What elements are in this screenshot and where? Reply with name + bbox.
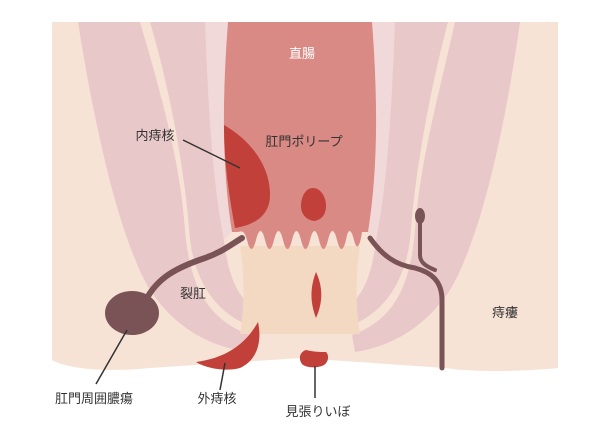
perianal-abscess-lesion <box>105 291 159 335</box>
perianal-abscess-tract <box>137 235 245 318</box>
left-outer-muscle <box>78 22 250 352</box>
label-perianal-abscess: 肛門周囲膿瘍 <box>55 391 133 407</box>
label-internal-hemorrhoid: 内痔核 <box>135 128 174 144</box>
label-anal-fissure: 裂肛 <box>180 287 206 302</box>
label-external-hemorrhoid: 外痔核 <box>197 391 236 407</box>
label-anal-fistula: 痔瘻 <box>492 305 518 321</box>
perianal-abscess-leader <box>95 329 128 385</box>
external-hemorrhoid-lesion <box>196 322 260 370</box>
right-rectal-wall <box>368 22 395 240</box>
anal-polyp-lesion <box>301 188 326 221</box>
anal-canal <box>240 246 360 334</box>
anal-fistula-branch <box>418 220 437 272</box>
internal-hemorrhoid-lesion <box>224 125 270 228</box>
right-inner-muscle <box>350 22 448 325</box>
label-sentinel-tag: 見張りいぼ <box>285 405 350 420</box>
label-anal-polyp: 肛門ポリープ <box>265 135 342 150</box>
external-hemorrhoid-leader <box>219 362 226 391</box>
label-rectum: 直腸 <box>289 47 315 62</box>
left-rectal-wall <box>205 22 232 240</box>
internal-hemorrhoid-leader <box>182 139 241 169</box>
sentinel-tag-lesion <box>299 350 329 368</box>
anal-fistula-head <box>415 208 425 224</box>
anal-fissure-lesion <box>311 272 322 318</box>
anal-fistula-tract <box>367 235 445 371</box>
right-outer-muscle <box>352 22 520 352</box>
